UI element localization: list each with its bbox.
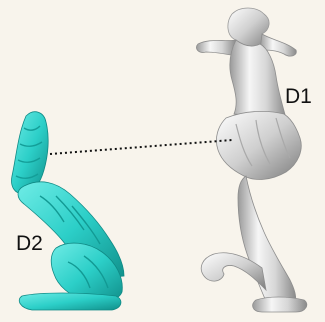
label-d2: D2: [16, 233, 43, 254]
d2-cyan-sculpture: [12, 112, 125, 310]
d1-silver-sculpture: [196, 8, 306, 312]
label-d1: D1: [285, 86, 312, 107]
correspondence-dotted-line: [50, 140, 232, 154]
